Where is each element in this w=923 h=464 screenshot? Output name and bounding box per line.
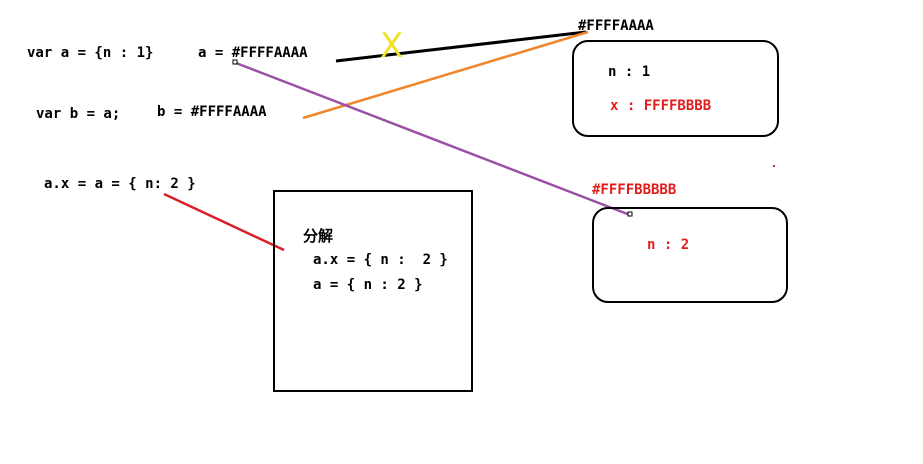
decomposition-box: 分解 a.x = { n : 2 } a = { n : 2 }	[273, 190, 473, 392]
code-line-b-reference: b = #FFFFAAAA	[157, 104, 267, 120]
crossed-out-mark: X	[380, 26, 404, 66]
object1-prop-x: x : FFFFBBBB	[610, 98, 712, 114]
code-line-chained-assignment: a.x = a = { n: 2 }	[44, 176, 196, 192]
assignment-to-decomposition-line	[163, 192, 285, 252]
decomposition-step1: a.x = { n : 2 }	[313, 252, 448, 268]
heap-object2-box: n : 2	[592, 207, 788, 303]
a-to-object2-line	[235, 61, 631, 217]
code-line-a-reference: a = #FFFFAAAA	[198, 45, 308, 61]
code-line-declare-a: var a = {n : 1}	[27, 45, 154, 61]
code-line-declare-b: var b = a;	[36, 106, 121, 122]
decomposition-title: 分解	[303, 227, 334, 245]
heap-object1-box: n : 1 x : FFFFBBBB	[572, 40, 779, 137]
object1-address-label: #FFFFAAAA	[578, 18, 654, 34]
object2-anchor	[627, 211, 633, 217]
object1-prop-n: n : 1	[608, 64, 651, 80]
a-ref-anchor	[232, 59, 238, 65]
object2-address-label: #FFFFBBBBB	[592, 182, 677, 198]
stray-dot	[773, 165, 775, 167]
object2-prop-n: n : 2	[647, 237, 690, 253]
decomposition-step2: a = { n : 2 }	[313, 277, 423, 293]
b-to-object1-line	[302, 30, 589, 120]
a-to-object1-line	[335, 30, 587, 63]
